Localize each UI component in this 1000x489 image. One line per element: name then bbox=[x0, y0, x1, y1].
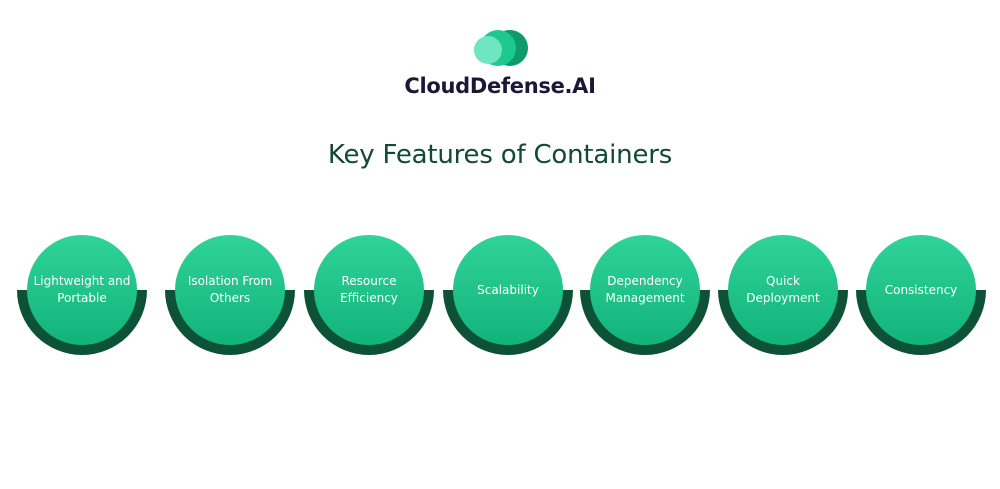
feature-circle bbox=[856, 235, 986, 355]
logo: CloudDefense.AI bbox=[0, 24, 1000, 104]
feature-label: Resource Efficiency bbox=[340, 274, 398, 305]
features-row: Lightweight and Portable Isolation From … bbox=[0, 232, 1000, 360]
feature-circle bbox=[165, 235, 295, 355]
feature-consistency: Consistency bbox=[856, 232, 986, 356]
feature-circle bbox=[17, 235, 147, 355]
feature-label: Isolation From Others bbox=[187, 274, 273, 305]
feature-quick-deployment: Quick Deployment bbox=[718, 232, 848, 356]
feature-circle bbox=[304, 235, 434, 355]
feature-circle bbox=[443, 235, 573, 355]
feature-label: Quick Deployment bbox=[746, 274, 820, 305]
feature-isolation-from-others: Isolation From Others bbox=[165, 232, 295, 356]
feature-label: Lightweight and Portable bbox=[33, 274, 131, 305]
feature-circle bbox=[718, 235, 848, 355]
feature-dependency-management: Dependency Management bbox=[580, 232, 710, 356]
diagram-title: Key Features of Containers bbox=[327, 140, 673, 170]
feature-label: Dependency Management bbox=[605, 274, 685, 305]
feature-scalability: Scalability bbox=[443, 232, 573, 356]
feature-label: Scalability bbox=[477, 282, 539, 297]
feature-lightweight-and-portable: Lightweight and Portable bbox=[17, 232, 147, 356]
feature-label: Consistency bbox=[884, 282, 958, 297]
feature-circle bbox=[580, 235, 710, 355]
overlapping-circles-logo-icon bbox=[474, 30, 528, 66]
brand-name: CloudDefense.AI bbox=[404, 74, 596, 98]
feature-resource-efficiency: Resource Efficiency bbox=[304, 232, 434, 356]
